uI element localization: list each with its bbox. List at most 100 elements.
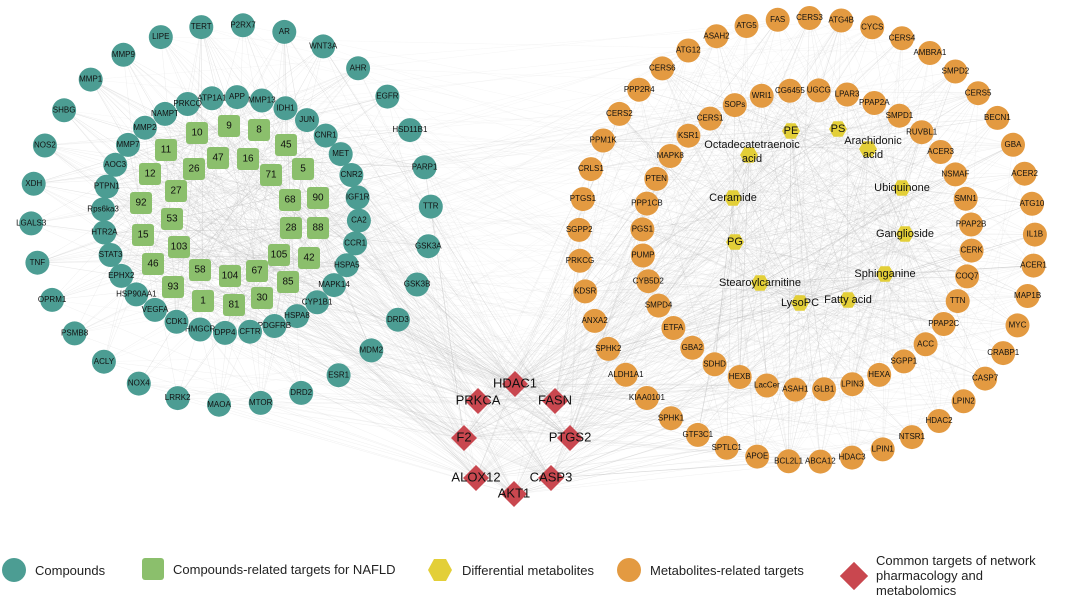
metabolite-target-label-ttn: TTN: [950, 296, 966, 305]
compound-target-label-10: 10: [191, 128, 203, 139]
metabolite-target-label-smpd2: SMPD2: [942, 67, 970, 76]
common-target-label-hdac1: HDAC1: [493, 375, 537, 390]
compound-label-p2rx7: P2RX7: [230, 20, 256, 29]
common-target-label-f2: F2: [456, 429, 471, 444]
metabolite-target-label-lpar3: LPAR3: [835, 90, 860, 99]
legend-compounds: Compounds: [2, 558, 105, 582]
compound-target-label-93: 93: [167, 282, 179, 293]
compound-label-ttr: TTR: [423, 202, 439, 211]
metabolite-target-label-hexa: HEXA: [868, 370, 890, 379]
metabolite-target-label-sptlc1: SPTLC1: [712, 443, 743, 452]
legend-metabolite-targets: Metabolites-related targets: [617, 558, 804, 582]
compound-label-nampt: NAMPT: [151, 109, 179, 118]
metabolite-target-label-abca12: ABCA12: [805, 457, 836, 466]
compound-label-cdk1: CDK1: [166, 317, 188, 326]
legend: Compounds Compounds-related targets for …: [0, 548, 1065, 595]
compound-label-tnf: TNF: [30, 258, 46, 267]
compound-target-label-16: 16: [242, 154, 254, 165]
metabolite-target-label-crls1: CRLS1: [578, 164, 604, 173]
metabolite-target-label-pump: PUMP: [631, 251, 654, 260]
metabolite-target-label-etfa: ETFA: [663, 323, 684, 332]
metabolite-target-label-lpin2: LPIN2: [952, 396, 975, 405]
compound-label-ptpn1: PTPN1: [94, 182, 120, 191]
common-target-label-casp3: CASP3: [530, 469, 573, 484]
legend-metabolite-swatch: [427, 558, 453, 582]
metabolite-target-label-glb1: GLB1: [814, 384, 835, 393]
compound-target-label-11: 11: [161, 145, 172, 156]
metabolite-target-label-atg5: ATG5: [736, 21, 757, 30]
metabolite-target-label-lpin1: LPIN1: [872, 445, 895, 454]
metabolite-target-label-prkcg: PRKCG: [566, 256, 594, 265]
compound-label-tert: TERT: [191, 22, 212, 31]
legend-compounds-label: Compounds: [35, 563, 105, 578]
compound-label-hsd11b1: HSD11B1: [392, 125, 428, 134]
compound-target-label-28: 28: [285, 223, 297, 234]
metabolite-target-label-crabp1: CRABP1: [987, 348, 1020, 357]
metabolite-target-label-mapk8: MAPK8: [657, 151, 685, 160]
metabolite-target-label-wri1: WRI1: [752, 91, 773, 100]
compound-label-wnt3a: WNT3A: [309, 42, 338, 51]
compound-label-rps6ka3: Rps6ka3: [87, 205, 119, 214]
metabolite-target-label-gba2: GBA2: [682, 343, 704, 352]
compound-label-mmp9: MMP9: [112, 50, 136, 59]
metabolite-label-stearoylcarnitine: Stearoylcarnitine: [719, 277, 801, 289]
metabolite-label-ganglioside: Ganglioside: [876, 228, 934, 240]
metabolite-target-label-cg6455: CG6455: [775, 86, 805, 95]
compound-label-lgals3: LGALS3: [16, 219, 47, 228]
metabolite-target-label-cerk: CERK: [960, 246, 983, 255]
compound-target-label-30: 30: [256, 293, 268, 304]
metabolite-target-label-laccer: LacCer: [754, 381, 780, 390]
metabolite-target-label-hexb: HEXB: [729, 372, 751, 381]
compound-target-label-45: 45: [280, 140, 292, 151]
metabolite-target-label-cers1: CERS1: [697, 114, 724, 123]
metabolite-target-label-ruvbl1: RUVBL1: [906, 127, 938, 136]
compound-target-label-68: 68: [284, 195, 296, 206]
compound-label-vegfa: VEGFA: [142, 305, 169, 314]
compound-target-label-90: 90: [312, 193, 324, 204]
metabolite-target-label-atg4b: ATG4B: [828, 16, 854, 25]
metabolite-target-label-pgs1: PGS1: [632, 225, 654, 234]
compound-target-label-85: 85: [282, 277, 294, 288]
compound-target-label-27: 27: [170, 186, 182, 197]
metabolite-target-label-hdac2: HDAC2: [925, 416, 953, 425]
legend-compound-swatch: [2, 558, 26, 582]
compound-label-atp1a1: ATP1A1: [197, 93, 227, 102]
legend-compound-targets: Compounds-related targets for NAFLD: [142, 558, 396, 580]
metabolite-target-label-ptgs1: PTGS1: [570, 194, 597, 203]
metabolite-target-label-ppp2r4: PPP2R4: [624, 85, 655, 94]
legend-common-targets: Common targets of network pharmacology a…: [840, 553, 1065, 598]
compound-label-pdgfrb: PDGFRB: [258, 321, 291, 330]
compound-label-cnr2: CNR2: [341, 170, 363, 179]
compound-label-idh1: IDH1: [276, 103, 295, 112]
metabolite-target-label-ambra1: AMBRA1: [913, 48, 946, 57]
compound-label-drd2: DRD2: [290, 388, 312, 397]
compound-label-hsp90aa1: HSP90AA1: [116, 290, 157, 299]
compound-target-label-42: 42: [303, 253, 315, 264]
metabolite-target-label-lpin3: LPIN3: [841, 379, 864, 388]
metabolite-target-label-asah1: ASAH1: [782, 385, 809, 394]
metabolite-target-label-ntsr1: NTSR1: [899, 432, 926, 441]
compound-label-cyp1b1: CYP1B1: [302, 297, 333, 306]
metabolite-target-label-cers3: CERS3: [796, 13, 823, 22]
compound-target-label-5: 5: [300, 164, 306, 175]
metabolite-target-label-gtf3c1: GTF3C1: [682, 430, 713, 439]
compound-label-jun: JUN: [299, 115, 315, 124]
compound-target-label-53: 53: [166, 214, 178, 225]
metabolite-target-label-ppp1cb: PPP1CB: [631, 199, 663, 208]
metabolite-target-label-acc: ACC: [917, 339, 934, 348]
metabolite-target-label-sops: SOPs: [724, 100, 745, 109]
compound-label-ahr: AHR: [350, 63, 367, 72]
legend-common-target-swatch: [840, 561, 868, 589]
legend-metabolites: Differential metabolites: [427, 558, 594, 582]
metabolite-target-label-atg10: ATG10: [1020, 199, 1045, 208]
metabolite-target-label-nsmaf: NSMAF: [941, 170, 969, 179]
compound-label-lipe: LIPE: [152, 32, 169, 41]
compound-target-label-103: 103: [171, 242, 188, 253]
compound-label-esr1: ESR1: [328, 370, 349, 379]
metabolite-target-label-pten: PTEN: [646, 174, 668, 183]
metabolite-target-label-sdhd: SDHD: [703, 359, 726, 368]
compound-label-parp1: PARP1: [412, 162, 438, 171]
compound-label-cnr1: CNR1: [315, 131, 337, 140]
compound-target-label-9: 9: [226, 121, 232, 132]
compound-label-ccr1: CCR1: [344, 239, 366, 248]
